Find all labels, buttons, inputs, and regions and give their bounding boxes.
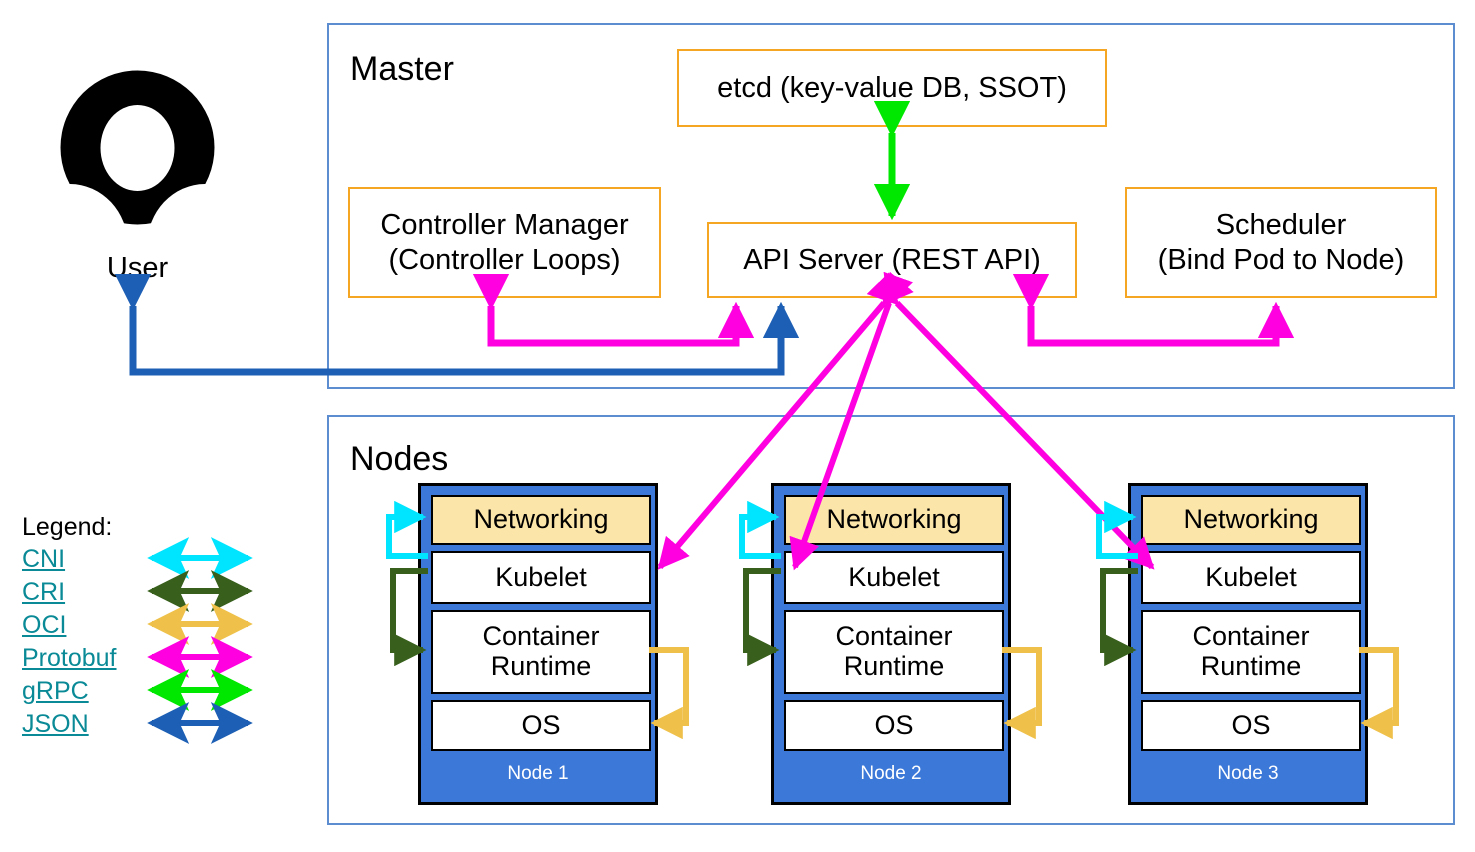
node-3-layer-os[interactable]: OS — [1141, 700, 1361, 751]
node-2-layer-networking[interactable]: Networking — [784, 495, 1004, 545]
node-3-container-runtime-label-line1: Container — [1192, 621, 1310, 652]
node-3-kubelet-label: Kubelet — [1205, 561, 1297, 592]
legend-link-cni[interactable]: CNI — [22, 545, 66, 573]
node-3-layer-kubelet[interactable]: Kubelet — [1141, 551, 1361, 604]
node-1-layer-container-runtime[interactable]: Container Runtime — [431, 610, 651, 694]
etcd-label: etcd (key-value DB, SSOT) — [717, 71, 1067, 104]
node-1-kubelet-label: Kubelet — [495, 561, 587, 592]
node-2-container-runtime-label-line1: Container — [835, 621, 953, 652]
node-1-os-label: OS — [521, 709, 561, 740]
node-2-layer-os[interactable]: OS — [784, 700, 1004, 751]
scheduler-label-line2: (Bind Pod to Node) — [1157, 243, 1405, 276]
legend-link-protobuf[interactable]: Protobuf — [22, 644, 117, 672]
master-box-controller-manager[interactable]: Controller Manager (Controller Loops) — [348, 187, 661, 298]
legend-title: Legend: — [22, 513, 113, 541]
node-card-1[interactable]: Networking Kubelet Container Runtime OS … — [418, 483, 658, 805]
user-label: User — [106, 252, 169, 284]
node-2-name: Node 2 — [860, 763, 922, 784]
master-box-scheduler[interactable]: Scheduler (Bind Pod to Node) — [1125, 187, 1437, 298]
node-1-layer-kubelet[interactable]: Kubelet — [431, 551, 651, 604]
node-2-container-runtime-label-line2: Runtime — [843, 651, 945, 681]
node-1-layer-os[interactable]: OS — [431, 700, 651, 751]
node-3-container-runtime-label-line2: Runtime — [1200, 651, 1302, 681]
node-card-2[interactable]: Networking Kubelet Container Runtime OS … — [771, 483, 1011, 805]
user-avatar-icon — [60, 70, 215, 230]
nodes-group-title: Nodes — [350, 440, 449, 478]
node-card-3[interactable]: Networking Kubelet Container Runtime OS … — [1128, 483, 1368, 805]
api-server-label: API Server (REST API) — [743, 243, 1041, 276]
node-3-os-label: OS — [1231, 709, 1271, 740]
node-1-layer-networking[interactable]: Networking — [431, 495, 651, 545]
master-group-title: Master — [350, 50, 454, 88]
node-3-name: Node 3 — [1217, 763, 1279, 784]
node-1-container-runtime-label-line1: Container — [482, 621, 600, 652]
legend-link-grpc[interactable]: gRPC — [22, 677, 89, 705]
node-3-networking-label: Networking — [1183, 504, 1319, 535]
master-box-etcd[interactable]: etcd (key-value DB, SSOT) — [677, 49, 1107, 127]
node-1-name: Node 1 — [507, 763, 569, 784]
node-2-layer-kubelet[interactable]: Kubelet — [784, 551, 1004, 604]
node-1-container-runtime-label-line2: Runtime — [490, 651, 592, 681]
master-box-api-server[interactable]: API Server (REST API) — [707, 222, 1077, 298]
legend-link-oci[interactable]: OCI — [22, 611, 67, 639]
controller-manager-label-line1: Controller Manager — [380, 209, 629, 242]
node-2-layer-container-runtime[interactable]: Container Runtime — [784, 610, 1004, 694]
node-1-networking-label: Networking — [473, 504, 609, 535]
node-3-layer-container-runtime[interactable]: Container Runtime — [1141, 610, 1361, 694]
legend-link-json[interactable]: JSON — [22, 710, 89, 738]
node-3-layer-networking[interactable]: Networking — [1141, 495, 1361, 545]
node-2-kubelet-label: Kubelet — [848, 561, 940, 592]
scheduler-label-line1: Scheduler — [1215, 209, 1347, 242]
controller-manager-label-line2: (Controller Loops) — [388, 243, 621, 276]
node-2-networking-label: Networking — [826, 504, 962, 535]
legend-link-cri[interactable]: CRI — [22, 578, 66, 606]
node-2-os-label: OS — [874, 709, 914, 740]
